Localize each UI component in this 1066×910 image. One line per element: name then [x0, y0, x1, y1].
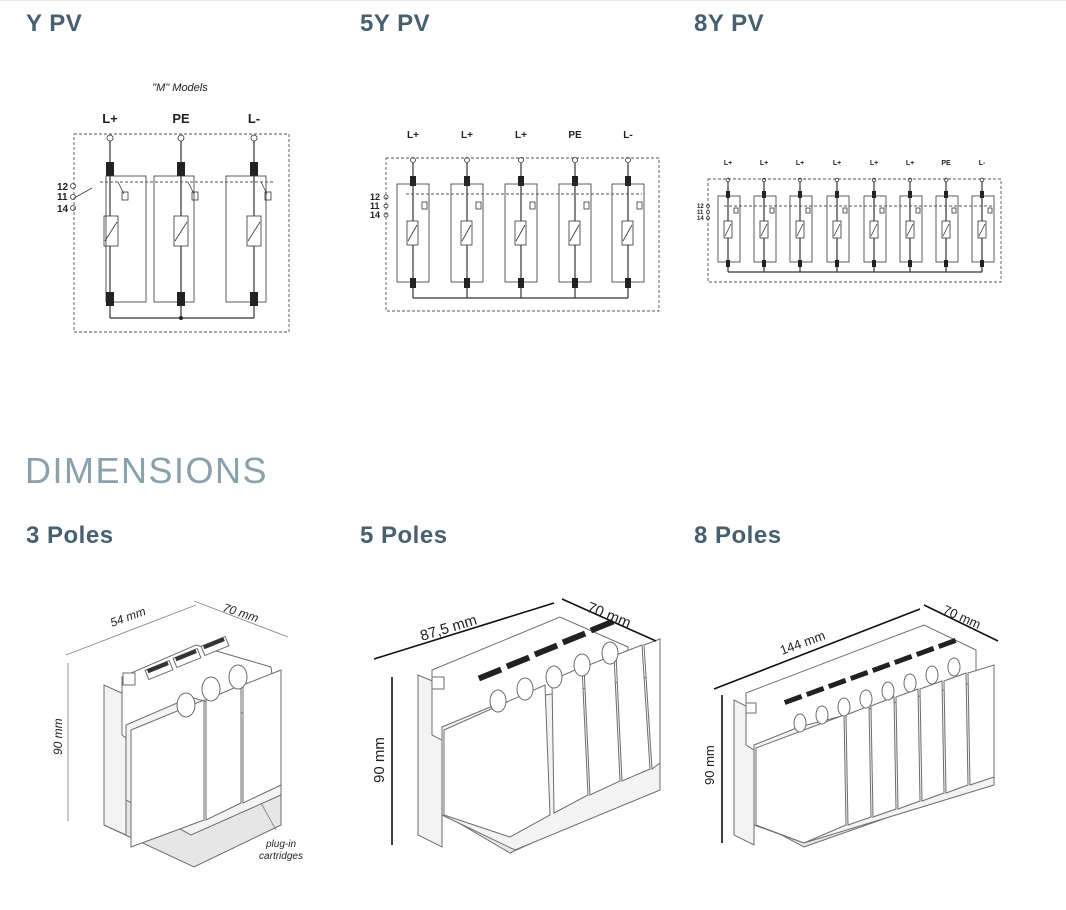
- height-label: 90 mm: [702, 745, 717, 785]
- 5y-pv-schematic: L+ L+ L+ PE L- 12 11 14: [360, 66, 670, 376]
- din-clip-side: [103, 684, 127, 836]
- 3-poles-title: 3 Poles: [26, 522, 114, 549]
- contact-label: 11: [57, 192, 68, 203]
- plug-in-cartridge: [967, 664, 995, 786]
- width-dimension-line: [713, 608, 921, 690]
- terminal-screw: [903, 673, 917, 693]
- depth-dimension-line: [193, 600, 289, 638]
- contact-label: 12: [370, 192, 380, 202]
- 8y-pv-title: 8Y PV: [694, 10, 765, 37]
- pole-label: PE: [172, 111, 190, 126]
- terminal-screw: [881, 681, 895, 701]
- 8y-pv-schematic: L+ L+ L+ L+ L+ L+ PE L- 12 11 14: [694, 66, 1014, 376]
- pole-label: L+: [724, 160, 732, 167]
- pole-label: PE: [568, 130, 582, 141]
- pole-label: L+: [906, 160, 914, 167]
- terminal-screw: [489, 689, 507, 713]
- height-label: 90 mm: [51, 718, 65, 755]
- depth-label: 70 mm: [941, 602, 983, 632]
- pole-label: L-: [623, 130, 632, 141]
- 5y-pv-title: 5Y PV: [360, 10, 431, 37]
- terminal-screw: [793, 713, 807, 733]
- contact-label: 12: [697, 204, 704, 210]
- terminal-screw: [947, 657, 961, 677]
- width-label: 144 mm: [778, 628, 827, 658]
- depth-dimension-line: [923, 604, 999, 642]
- 5-poles-drawing: 87,5 mm 70 mm 90 mm: [360, 585, 670, 895]
- pole-circuit: [396, 157, 430, 298]
- callout-label: plug-in: [265, 839, 296, 850]
- 3-poles-drawing: 54 mm 70 mm 90 mm plug-in cartridges: [26, 585, 336, 895]
- top-divider: [0, 0, 1066, 1]
- plug-in-cartridge: [943, 672, 969, 794]
- plug-in-cartridge: [755, 714, 847, 844]
- terminal-screw: [815, 705, 829, 725]
- y-pv-title: Y PV: [26, 10, 83, 37]
- callout-label: cartridges: [259, 851, 303, 862]
- pole-circuit: [717, 177, 741, 272]
- pole-label: L-: [979, 160, 986, 167]
- terminal-screw: [601, 641, 619, 665]
- contact-label: 14: [370, 210, 380, 220]
- pole-label: L+: [461, 130, 473, 141]
- 5-poles-title: 5 Poles: [360, 522, 448, 549]
- pole-label: L+: [796, 160, 804, 167]
- pole-label: L+: [833, 160, 841, 167]
- terminal-screw: [837, 697, 851, 717]
- terminal-screw: [176, 692, 196, 718]
- plug-in-cartridge: [583, 654, 621, 796]
- ce-mark: [745, 702, 757, 714]
- plug-in-cartridge: [895, 688, 921, 810]
- models-note: "M" Models: [152, 82, 208, 94]
- plug-in-cartridge: [242, 669, 282, 804]
- terminal-screw: [516, 677, 534, 701]
- plug-in-cartridge: [919, 680, 945, 802]
- width-label: 87,5 mm: [418, 612, 479, 645]
- y-pv-schematic: "M" Models L+ PE L-: [26, 66, 336, 376]
- contact-label: 14: [697, 216, 704, 222]
- terminal-screw: [545, 665, 563, 689]
- enclosure-outline: [73, 133, 290, 333]
- depth-label: 70 mm: [221, 601, 260, 626]
- callout-leader: [260, 802, 277, 831]
- pole-label: L+: [760, 160, 768, 167]
- pole-label: L+: [407, 130, 419, 141]
- width-dimension-line: [65, 604, 197, 656]
- enclosure-outline: [707, 178, 1002, 283]
- plug-in-cartridge: [205, 684, 242, 821]
- pole-label: PE: [941, 160, 951, 167]
- 8-poles-drawing: 144 mm 70 mm 90 mm: [694, 585, 1014, 895]
- plug-in-cartridge: [870, 696, 897, 818]
- pole-label: L-: [248, 111, 260, 126]
- depth-dimension-line: [561, 598, 657, 642]
- terminal-screw: [859, 689, 873, 709]
- plug-in-cartridge: [615, 644, 651, 782]
- terminal-screw: [201, 676, 221, 702]
- terminal-screw: [573, 653, 591, 677]
- height-label: 90 mm: [371, 737, 388, 783]
- ce-mark: [431, 676, 445, 690]
- width-dimension-line: [373, 602, 555, 660]
- pole-circuit: [103, 134, 147, 318]
- 8-poles-title: 8 Poles: [694, 522, 782, 549]
- terminal-screw: [925, 665, 939, 685]
- dimensions-heading: DIMENSIONS: [25, 450, 269, 491]
- ce-mark: [122, 672, 136, 686]
- plug-in-cartridge: [551, 666, 589, 814]
- plug-in-cartridge: [845, 705, 872, 826]
- contact-label: 12: [57, 182, 69, 193]
- pole-label: L+: [515, 130, 527, 141]
- contact-label: 14: [57, 204, 69, 215]
- pole-circuit: [225, 134, 272, 318]
- contact-label: 11: [697, 210, 704, 216]
- pole-label: L+: [870, 160, 878, 167]
- junction-dot: [179, 316, 183, 320]
- contact-label: 11: [370, 201, 380, 211]
- terminal-screw: [228, 664, 248, 690]
- pole-label: L+: [102, 111, 118, 126]
- pole-circuit: [153, 134, 199, 318]
